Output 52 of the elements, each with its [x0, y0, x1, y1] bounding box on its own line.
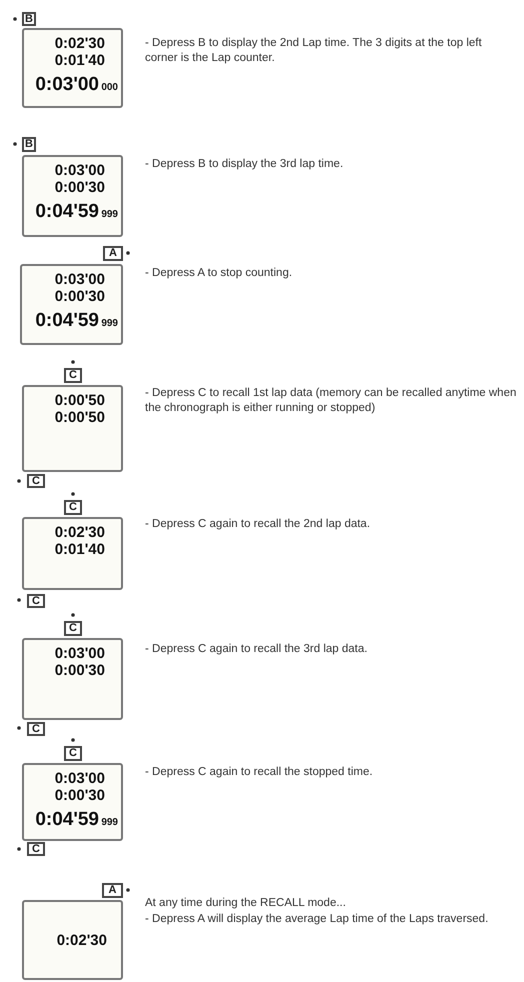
- display-readout: 0:00'30: [54, 787, 105, 804]
- key-label: C: [27, 594, 45, 608]
- display-readout: 0:00'30: [54, 662, 105, 679]
- display-readout: 0:03'00: [54, 271, 105, 288]
- instruction-text: - Depress A will display the average Lap time of the Laps traversed.: [145, 912, 490, 927]
- display-readout: 999: [101, 817, 118, 828]
- display-readout: 0:04'59: [35, 809, 99, 831]
- lcd-display: [22, 385, 123, 472]
- instruction-text: - Depress B to display the 2nd Lap time. The 3 digits at the top left corner is the Lap counter.: [145, 36, 483, 66]
- key-label: C: [27, 474, 45, 488]
- display-readout: 999: [101, 318, 118, 329]
- display-readout: 0:02'30: [54, 35, 105, 52]
- display-readout: 0:02'30: [54, 524, 105, 541]
- display-readout: 0:00'30: [54, 288, 105, 305]
- display-readout: 0:04'59: [35, 201, 99, 223]
- key-label: C: [64, 621, 82, 636]
- key-label: B: [22, 12, 36, 26]
- instruction-text: - Depress C again to recall the 3rd lap data.: [145, 642, 368, 657]
- lcd-display: [22, 155, 123, 237]
- lcd-display: [22, 28, 123, 108]
- instruction-text: - Depress C again to recall the 2nd lap data.: [145, 517, 372, 532]
- display-readout: 0:01'40: [54, 541, 105, 558]
- instruction-text: - Depress B to display the 3rd lap time.: [145, 157, 344, 172]
- instruction-text: - Depress C to recall 1st lap data (memory can be recalled anytime when the chronograph is either running or stopped): [145, 386, 517, 416]
- display-readout: 0:02'30: [56, 932, 107, 949]
- display-readout: 0:00'30: [54, 179, 105, 196]
- display-readout: 999: [101, 209, 118, 220]
- instruction-text: - Depress A to stop counting.: [145, 266, 294, 281]
- display-readout: 0:00'50: [54, 409, 105, 426]
- lcd-display: [22, 517, 123, 590]
- key-label: A: [103, 246, 123, 261]
- key-label: C: [27, 842, 45, 856]
- lcd-display: [22, 638, 123, 720]
- key-label: C: [64, 500, 82, 515]
- key-label: A: [102, 883, 123, 898]
- display-readout: 0:01'40: [54, 52, 105, 69]
- instruction-text: At any time during the RECALL mode...: [145, 896, 347, 911]
- display-readout: 0:03'00: [54, 645, 105, 662]
- display-readout: 000: [101, 82, 118, 93]
- key-label: C: [64, 368, 82, 383]
- display-readout: 0:00'50: [54, 392, 105, 409]
- lcd-display: [22, 763, 123, 841]
- lcd-display: [22, 900, 123, 980]
- display-readout: 0:03'00: [35, 74, 99, 96]
- display-readout: 0:03'00: [54, 770, 105, 787]
- key-label: C: [27, 722, 45, 736]
- display-readout: 0:04'59: [35, 310, 99, 332]
- key-label: C: [64, 746, 82, 761]
- instruction-text: - Depress C again to recall the stopped time.: [145, 765, 374, 780]
- key-label: B: [22, 137, 36, 152]
- display-readout: 0:03'00: [54, 162, 105, 179]
- lcd-display: [20, 264, 123, 345]
